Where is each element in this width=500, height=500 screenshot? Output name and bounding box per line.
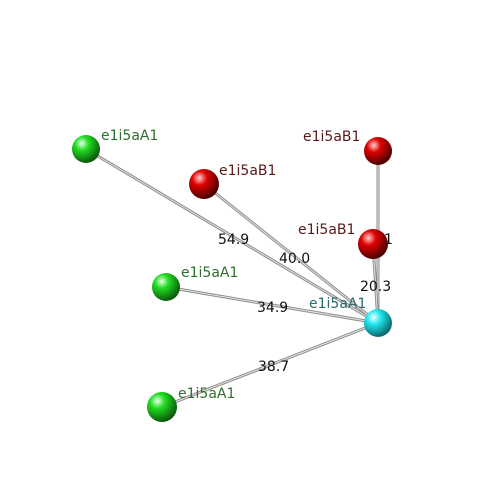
edge-highlight [203, 183, 379, 324]
node-label: e1i5aB1 [298, 222, 355, 238]
edge-label: 34.9 [257, 300, 288, 316]
node-label: e1i5aA1 [181, 265, 238, 281]
node-label: e1i5aB1 [303, 129, 360, 145]
node-green-sphere[interactable] [152, 273, 180, 301]
node-label: e1i5aB1 [219, 163, 276, 179]
node-green-sphere[interactable] [147, 392, 177, 422]
edge-label: 20.3 [360, 279, 391, 295]
edge-g1-c1 [85, 147, 379, 325]
partial-edge-label: 1 [384, 232, 393, 248]
edge-label: 38.7 [258, 359, 289, 375]
edge-g2-c1 [165, 285, 379, 325]
node-red-sphere[interactable] [189, 169, 219, 199]
edge-g3-c1 [161, 321, 379, 409]
node-cyan-sphere[interactable] [364, 309, 392, 337]
edge-r1-c1 [203, 182, 379, 325]
node-red-sphere[interactable] [358, 229, 388, 259]
edge-highlight [165, 286, 379, 324]
node-green-sphere[interactable] [72, 135, 100, 163]
edge-highlight [85, 148, 379, 324]
node-red-sphere[interactable] [364, 137, 392, 165]
edge-label: 54.9 [218, 232, 249, 248]
edge-label: 40.0 [279, 251, 310, 267]
edge-highlight [161, 322, 379, 408]
node-label: e1i5aA1 [178, 386, 235, 402]
node-label: e1i5aA1 [101, 128, 158, 144]
node-label: e1i5aA1 [309, 296, 366, 312]
